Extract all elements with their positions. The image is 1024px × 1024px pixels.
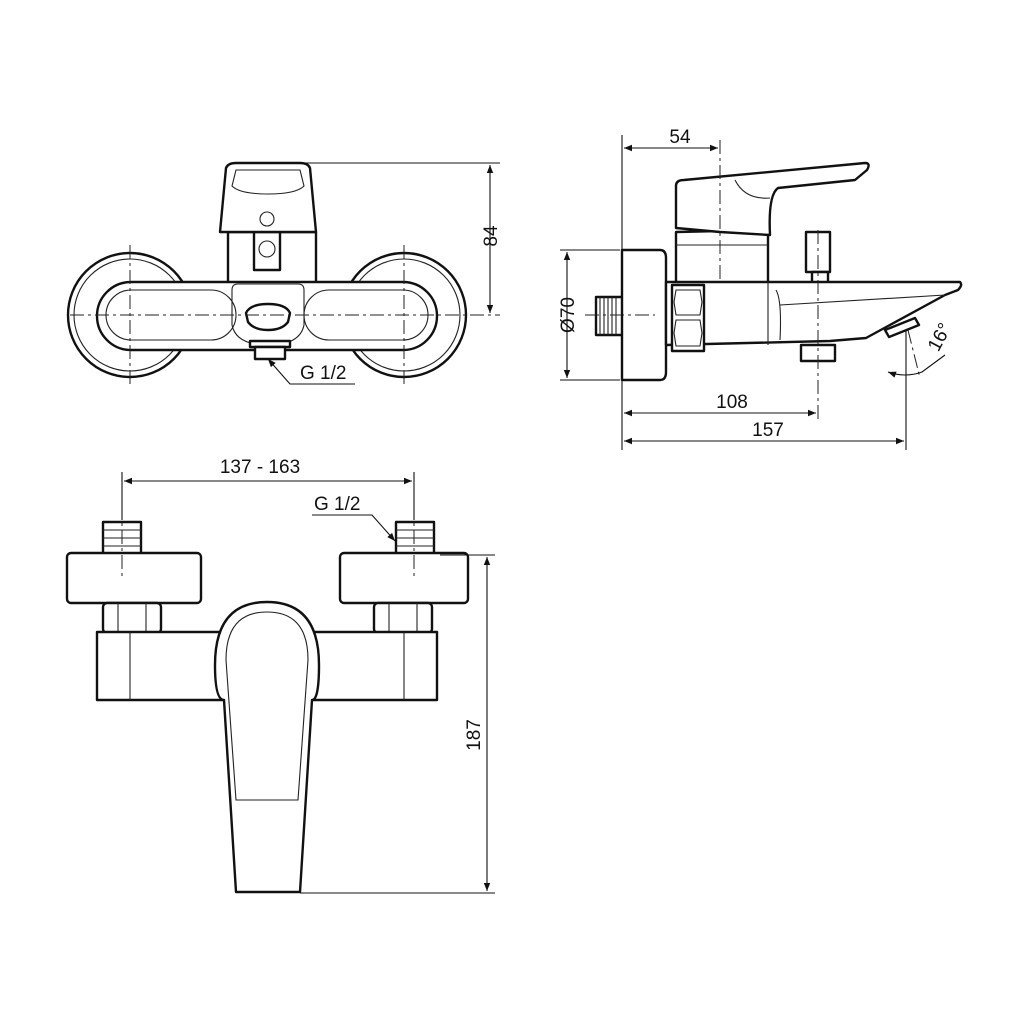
handle-top	[218, 161, 318, 234]
dimension-54: 54	[669, 127, 691, 148]
lever-handle	[213, 600, 321, 894]
left-nut	[101, 601, 163, 635]
dimension-157: 157	[752, 420, 784, 441]
spout-body	[664, 280, 963, 347]
front-view: 137 - 163 G 1/2 187	[65, 457, 495, 894]
aerator	[883, 316, 921, 339]
right-nut	[372, 601, 434, 635]
lever-handle	[674, 161, 870, 237]
right-flange	[338, 551, 470, 605]
dimension-84: 84	[481, 225, 502, 247]
cartridge-body	[674, 228, 770, 287]
dimension-108: 108	[716, 392, 748, 413]
dimension-diameter-70: Ø70	[558, 297, 579, 333]
thread-label: G 1/2	[314, 494, 360, 515]
left-flange	[65, 551, 203, 605]
thread-label: G 1/2	[300, 363, 346, 384]
top-view: 84 G 1/2	[66, 161, 502, 385]
side-view: 54 Ø70 108 157 16°	[558, 127, 963, 450]
dimension-137-163: 137 - 163	[220, 457, 300, 478]
outlet	[244, 302, 292, 332]
nut	[670, 283, 706, 353]
thread-fitting	[253, 345, 287, 361]
dimension-187: 187	[464, 719, 485, 751]
dimension-angle-16: 16°	[924, 320, 956, 355]
